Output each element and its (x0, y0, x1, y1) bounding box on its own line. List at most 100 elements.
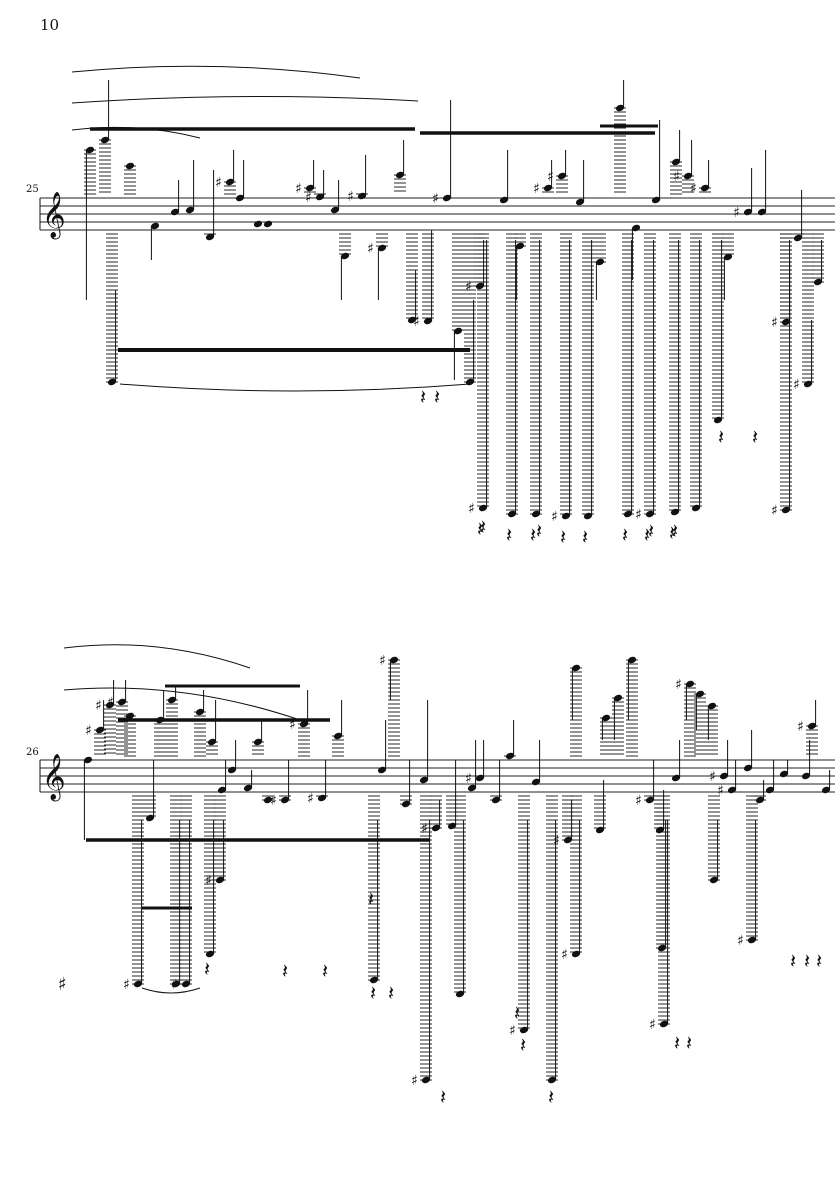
sharp-sign: ♯ (547, 169, 554, 185)
quarter-rest: 𝄽 (816, 949, 822, 973)
sharp-sign: ♯ (533, 181, 540, 197)
sharp-sign: ♯ (411, 1073, 418, 1089)
notehead (170, 208, 180, 216)
quarter-rest: 𝄽 (368, 887, 374, 911)
quarter-rest: 𝄽 (477, 517, 483, 541)
notehead (531, 778, 541, 786)
quarter-rest: 𝄽 (388, 981, 394, 1005)
notehead (217, 786, 227, 794)
quarter-rest: 𝄽 (674, 1031, 680, 1055)
sharp-sign: ♯ (379, 653, 386, 669)
notehead (83, 756, 93, 764)
sharp-sign: ♯ (123, 977, 130, 993)
sharp-sign: ♯ (295, 181, 302, 197)
sharp-sign: ♯ (673, 169, 680, 185)
notehead (475, 774, 485, 782)
quarter-rest: 𝄽 (644, 523, 650, 547)
staff-system: 𝄞♯♯♯♯♯♯♯♯♯♯♯♯♯♯♯♯𝄽𝄽𝄽♯𝄽𝄽𝄽♯𝄽𝄽♯𝄽𝄽𝄽𝄽𝄽𝄽𝄽𝄽 (39, 65, 835, 549)
treble-clef: 𝄞 (42, 754, 66, 802)
quarter-rest: 𝄽 (536, 519, 542, 543)
page-number: 10 (40, 16, 60, 34)
quarter-rest: 𝄽 (530, 523, 536, 547)
quarter-rest: 𝄽 (648, 519, 654, 543)
notehead (743, 208, 753, 216)
slur (71, 95, 419, 104)
sharp-sign: ♯ (215, 175, 222, 191)
sharp-sign: ♯ (675, 677, 682, 693)
notehead (330, 206, 340, 214)
quarter-rest: 𝄽 (686, 1031, 692, 1055)
notehead (377, 766, 387, 774)
notehead (419, 776, 429, 784)
quarter-rest: 𝄽 (790, 949, 796, 973)
quarter-rest: 𝄽 (804, 949, 810, 973)
notehead (205, 233, 215, 241)
quarter-rest: 𝄽 (718, 425, 724, 449)
sharp-sign: ♯ (509, 1023, 516, 1039)
sharp-sign: ♯ (733, 205, 740, 221)
notehead (651, 196, 661, 204)
sharp-sign: ♯ (737, 933, 744, 949)
sharp-sign: ♯ (771, 503, 778, 519)
quarter-rest: 𝄽 (752, 425, 758, 449)
sharp-sign: ♯ (465, 279, 472, 295)
quarter-rest: 𝄽 (440, 1085, 446, 1109)
notehead (227, 766, 237, 774)
treble-clef: 𝄞 (42, 192, 66, 240)
sharp-sign: ♯ (551, 509, 558, 525)
quarter-rest: 𝄽 (672, 519, 678, 543)
notehead (253, 220, 263, 228)
notehead (719, 772, 729, 780)
slur (63, 687, 301, 721)
notehead (821, 786, 831, 794)
notehead (723, 253, 733, 261)
sharp-sign: ♯ (561, 947, 568, 963)
sharp-sign: ♯ (95, 698, 102, 714)
slur (119, 383, 471, 392)
quarter-rest: 𝄽 (548, 1085, 554, 1109)
notehead (671, 774, 681, 782)
notehead (575, 198, 585, 206)
sharp-sign: ♯ (171, 977, 178, 993)
sharp-sign: ♯ (635, 793, 642, 809)
sharp-sign: ♯ (107, 695, 114, 711)
notehead (743, 764, 753, 772)
sharp-sign: ♯ (270, 793, 277, 809)
quarter-rest: 𝄽 (282, 959, 288, 983)
sharp-sign: ♯ (413, 314, 420, 330)
sharp-sign: ♯ (709, 769, 716, 785)
notehead (631, 224, 641, 232)
sharp-sign: ♯ (305, 190, 312, 206)
quarter-rest: 𝄽 (480, 515, 486, 539)
sharp-sign: ♯ (553, 833, 560, 849)
sharp-sign: ♯ (205, 873, 212, 889)
notehead (757, 208, 767, 216)
sharp-sign: ♯ (468, 501, 475, 517)
notehead (453, 327, 463, 335)
quarter-rest: 𝄽 (204, 957, 210, 981)
quarter-rest: 𝄽 (434, 385, 440, 409)
notehead (727, 786, 737, 794)
quarter-rest: 𝄽 (514, 1001, 520, 1025)
slur (63, 644, 251, 669)
sharp-sign: ♯ (717, 783, 724, 799)
sharp-sign: ♯ (58, 974, 67, 995)
sharp-sign: ♯ (289, 717, 296, 733)
notehead (779, 770, 789, 778)
quarter-rest: 𝄽 (622, 523, 628, 547)
sharp-sign: ♯ (635, 507, 642, 523)
quarter-rest: 𝄽 (370, 981, 376, 1005)
notehead (243, 784, 253, 792)
notehead (315, 193, 325, 201)
notehead (263, 220, 273, 228)
sharp-sign: ♯ (771, 315, 778, 331)
notehead (499, 196, 509, 204)
sharp-sign: ♯ (307, 791, 314, 807)
sharp-sign: ♯ (85, 723, 92, 739)
sharp-sign: ♯ (793, 377, 800, 393)
staff-system: 𝄞♯♯♯♯♯♯♯♯♯♯♯♯♯♯♯♯♯♯♯♯♯♯♯𝄽𝄽𝄽𝄽𝄽𝄽𝄽𝄽𝄽𝄽𝄽𝄽𝄽𝄽𝄽♯ (39, 644, 835, 1109)
sharp-sign: ♯ (367, 241, 374, 257)
quarter-rest: 𝄽 (582, 525, 588, 549)
notehead (801, 772, 811, 780)
